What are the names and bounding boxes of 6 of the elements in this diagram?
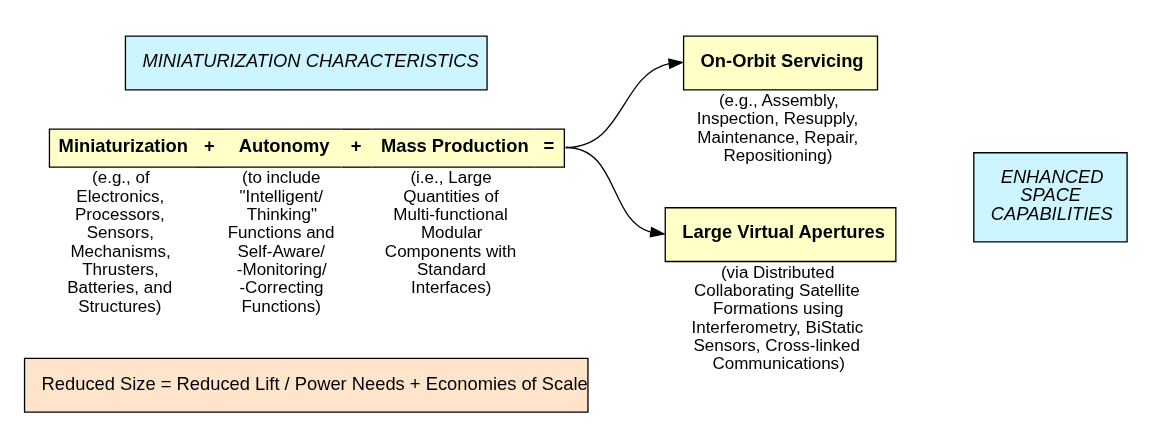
node-label: (i.e., Large Quantities of Multi-functional Modular Components with Standard Interfaces) [384,167,517,297]
arrow [565,146,666,238]
node-label: (to include "Intelligent/ Thinking" Functions and Self-Aware/ -Monitoring/ -Correcting Functions) [227,167,335,316]
node-label: (via Distributed Collaborating Satellite Formations using Interferometry, BiStatic Sensors, Cross-linked Communications) [691,262,864,373]
node-label: (e.g., Assembly, Inspection, Resupply, Maintenance, Repair, Repositioning) [696,90,859,165]
node-label: (e.g., of Electronics, Processors, Sensors, Mechanisms, Thrusters, Batteries, and Structures) [67,167,173,316]
